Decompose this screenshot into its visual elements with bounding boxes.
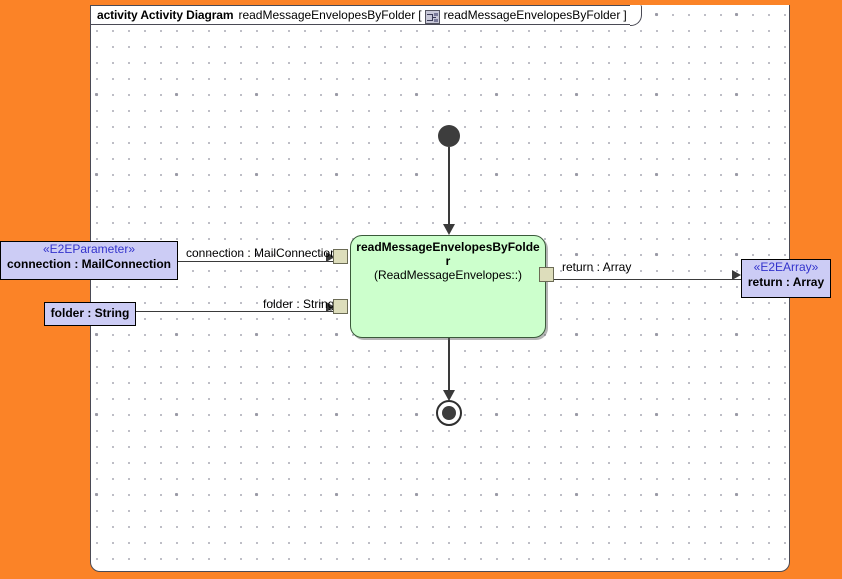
input-pin-folder[interactable] (333, 299, 348, 314)
edge-label-folder: folder : String (263, 297, 335, 311)
diagram-kind-label: activity Activity Diagram (97, 8, 234, 22)
arrowhead-pin-to-return (732, 270, 741, 280)
parameter-node-return-array[interactable]: «E2EArray» return : Array (741, 259, 831, 298)
diagram-name: readMessageEnvelopesByFolder (238, 8, 416, 22)
bracket-open: [ (418, 8, 422, 22)
activity-node-name-line1: readMessageEnvelopesByFolde (356, 240, 540, 254)
arrowhead-initial-to-activity (443, 224, 455, 235)
edge-label-return: return : Array (562, 260, 632, 274)
edge-pin-to-return (553, 279, 741, 280)
parameter-label-return: return : Array (747, 275, 825, 289)
parameter-stereotype-connection: «E2EParameter» (42, 242, 136, 256)
input-pin-connection[interactable] (333, 249, 348, 264)
activity-node-name: readMessageEnvelopesByFolder (351, 240, 545, 268)
parameter-node-connection[interactable]: «E2EParameter» connection : MailConnecti… (0, 241, 178, 280)
activity-node[interactable]: readMessageEnvelopesByFolder (ReadMessag… (350, 235, 546, 338)
output-pin-return[interactable] (539, 267, 554, 282)
parameter-node-folder[interactable]: folder : String (44, 302, 136, 326)
edge-label-connection: connection : MailConnection (186, 246, 337, 260)
activity-node-subtitle: (ReadMessageEnvelopes::) (373, 268, 523, 282)
edge-initial-to-activity (448, 147, 450, 225)
parameter-stereotype-return: «E2EArray» (753, 260, 819, 274)
activity-diagram-icon (424, 10, 440, 24)
parameter-label-folder: folder : String (50, 306, 130, 320)
activity-final-node[interactable] (436, 400, 462, 426)
edge-folder-to-pin (136, 311, 336, 312)
arrowhead-activity-to-final (443, 390, 455, 401)
parameter-label-connection: connection : MailConnection (7, 257, 171, 271)
activity-node-name-line2: r (445, 254, 451, 268)
edge-connection-to-pin (178, 261, 336, 262)
initial-node[interactable] (438, 125, 460, 147)
diagram-reference-name: readMessageEnvelopesByFolder (443, 8, 621, 22)
bracket-close: ] (623, 8, 627, 22)
diagram-frame-title: activity Activity Diagram readMessageEnv… (90, 5, 642, 26)
edge-activity-to-final (448, 338, 450, 393)
